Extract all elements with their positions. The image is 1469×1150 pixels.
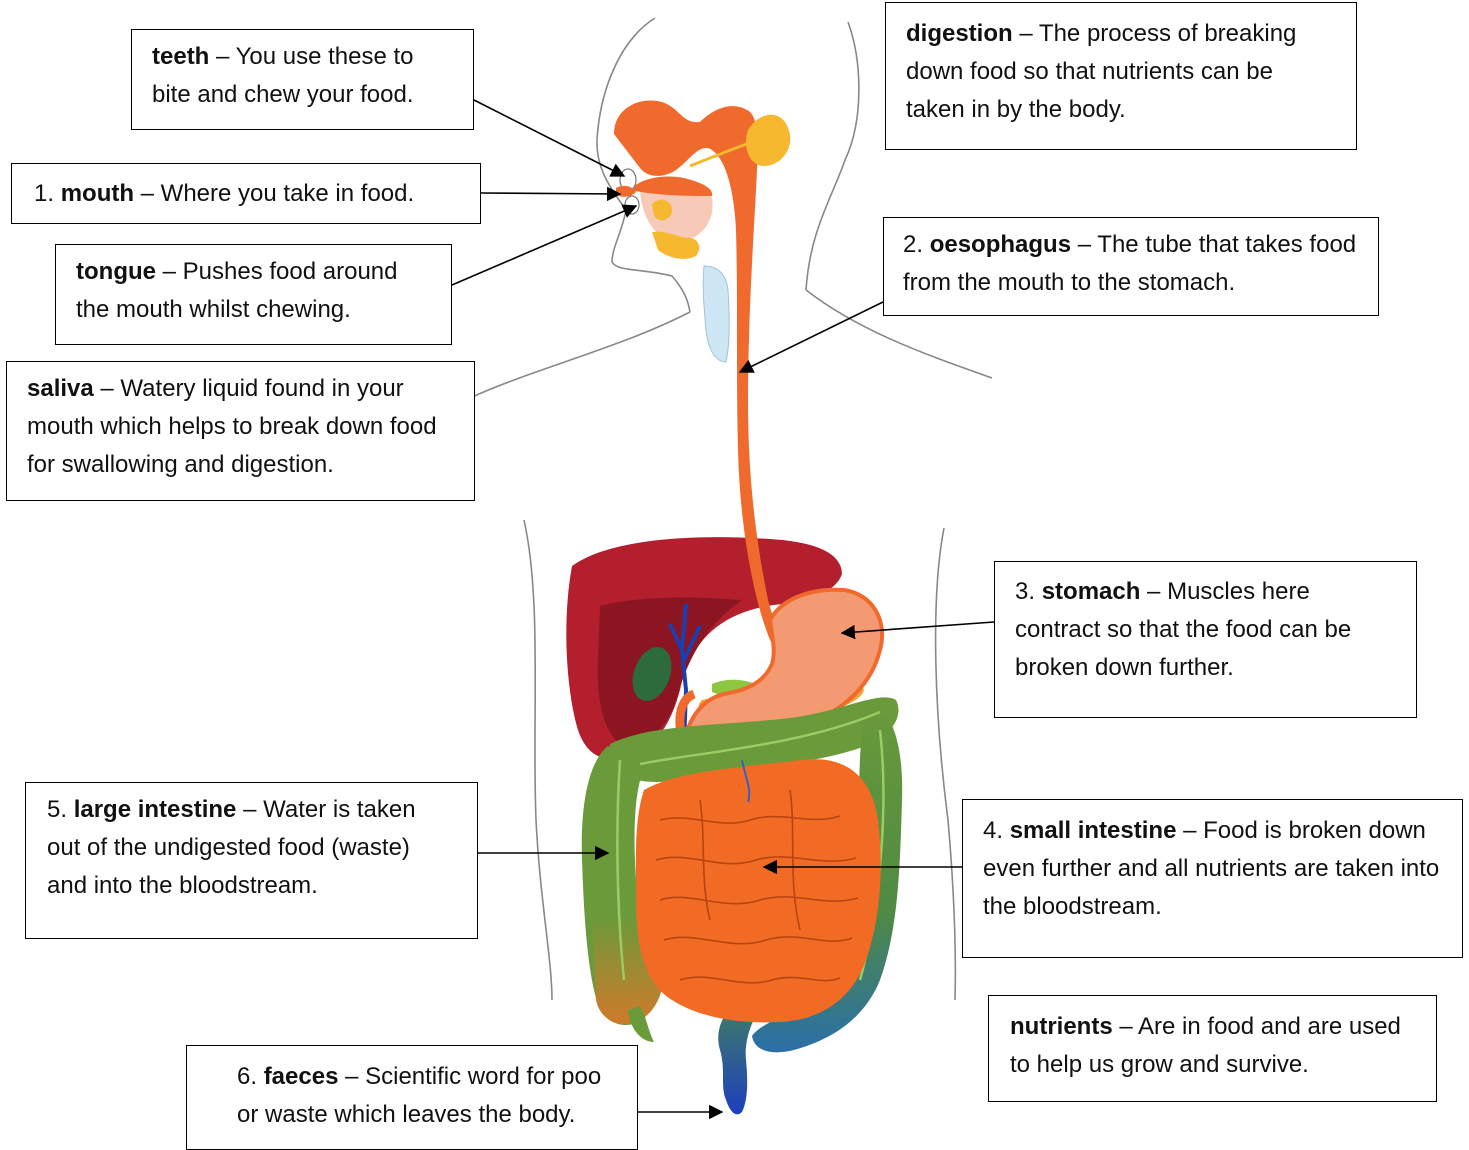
term-large-intestine: large intestine (74, 796, 237, 823)
term-teeth: teeth (152, 43, 209, 70)
head-outline-right (806, 22, 859, 290)
label-mouth: 1. mouth – Where you take in food. (11, 163, 481, 224)
arrow-oesophagus (740, 302, 883, 372)
lower-teeth (625, 196, 639, 214)
label-nutrients: nutrients – Are in food and are used to … (988, 995, 1437, 1102)
term-oesophagus: oesophagus (930, 231, 1071, 258)
label-oesophagus: 2. oesophagus – The tube that takes food… (883, 217, 1379, 316)
number-large-intestine: 5. (47, 796, 74, 823)
shoulder-left (470, 312, 690, 398)
label-digestion: digestion – The process of breaking down… (885, 2, 1357, 150)
label-tongue: tongue – Pushes food around the mouth wh… (55, 244, 452, 345)
definition-mouth: – Where you take in food. (134, 180, 414, 207)
number-small-intestine: 4. (983, 817, 1010, 844)
number-mouth: 1. (34, 180, 61, 207)
term-mouth: mouth (61, 180, 134, 207)
term-nutrients: nutrients (1010, 1013, 1113, 1040)
term-faeces: faeces (264, 1063, 339, 1090)
torso-right (936, 528, 956, 1000)
label-saliva: saliva – Watery liquid found in your mou… (6, 361, 475, 501)
torso-left (524, 520, 552, 1000)
term-tongue: tongue (76, 258, 156, 285)
label-small-intestine: 4. small intestine – Food is broken down… (962, 799, 1463, 958)
label-large-intestine: 5. large intestine – Water is taken out … (25, 782, 478, 939)
term-stomach: stomach (1042, 578, 1141, 605)
term-saliva: saliva (27, 375, 94, 402)
trachea (703, 266, 729, 362)
number-oesophagus: 2. (903, 231, 930, 258)
arrow-mouth (481, 193, 620, 194)
number-stomach: 3. (1015, 578, 1042, 605)
term-small-intestine: small intestine (1010, 817, 1177, 844)
label-stomach: 3. stomach – Muscles here contract so th… (994, 561, 1417, 718)
number-faeces: 6. (237, 1063, 264, 1090)
label-teeth: teeth – You use these to bite and chew y… (131, 29, 474, 130)
arrow-teeth (474, 100, 624, 176)
term-digestion: digestion (906, 20, 1013, 47)
label-faeces: 6. faeces – Scientific word for poo or w… (186, 1045, 638, 1150)
